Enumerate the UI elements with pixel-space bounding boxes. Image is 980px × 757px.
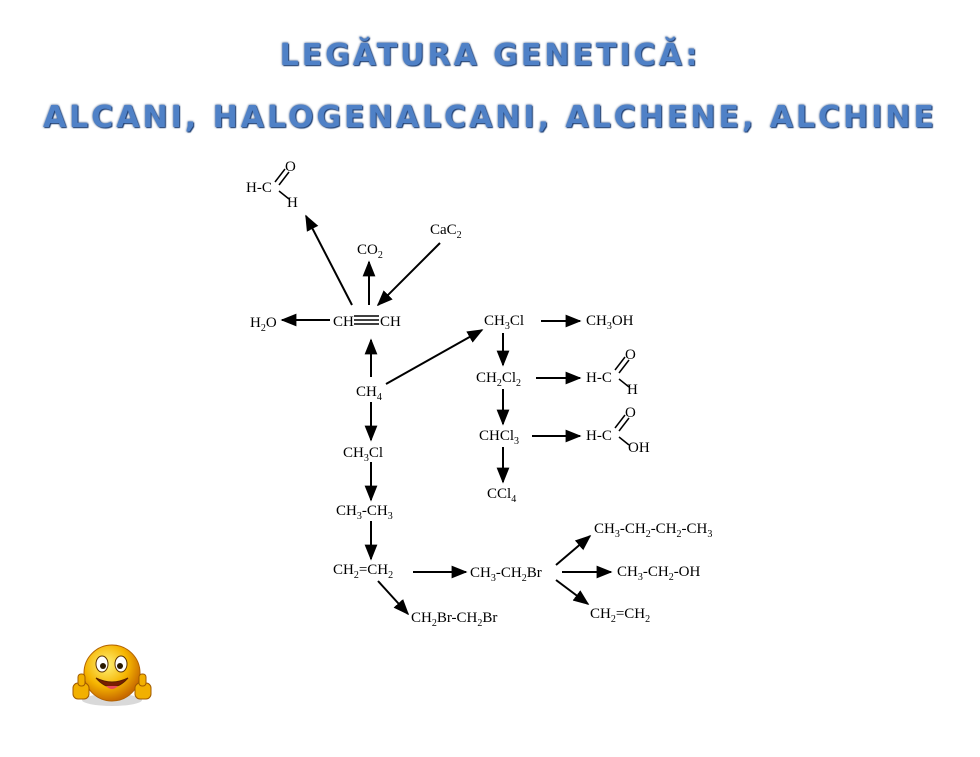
smiley-thumbs-up-icon: [72, 644, 152, 706]
acetylene-left: CH: [333, 314, 354, 330]
formic-acid-hc: H-C: [586, 428, 612, 444]
chcl3-label: CHCl3: [479, 428, 519, 447]
ch3cl-left-label: CH3Cl: [343, 445, 383, 464]
formaldehyde-top-hc: H-C: [246, 180, 272, 196]
ethene-label: CH2=CH2: [333, 562, 393, 581]
bond-lines: [274, 168, 630, 446]
formaldehyde-mid-h: H: [627, 382, 638, 398]
title-line-1: LEGĂTURA GENETICĂ:: [279, 38, 701, 73]
title-line-2: ALCANI, HALOGENALCANI, ALCHENE, ALCHINE: [42, 100, 938, 135]
ch2cl2-label: CH2Cl2: [476, 370, 521, 389]
ethene-product-label: CH2=CH2: [590, 606, 650, 625]
formaldehyde-top-h: H: [287, 195, 298, 211]
ch3cl-right-label: CH3Cl: [484, 313, 524, 332]
co2-label: CO2: [357, 242, 383, 261]
arrow-ethene-to-dibromoethane: [377, 580, 410, 616]
arrow-acetylene-to-formaldehyde: [305, 214, 353, 306]
h2o-label: H2O: [250, 315, 277, 334]
arrow-bromoethane-to-ethene: [555, 579, 590, 605]
methanol-label: CH3OH: [586, 313, 634, 332]
methane-label: CH4: [356, 384, 382, 403]
bromoethane-label: CH3-CH2Br: [470, 565, 542, 584]
dibromoethane-label: CH2Br-CH2Br: [411, 610, 497, 629]
formaldehyde-mid-hc: H-C: [586, 370, 612, 386]
formic-acid-oh: OH: [628, 440, 650, 456]
ethanol-label: CH3-CH2-OH: [617, 564, 701, 583]
formaldehyde-mid-o: O: [625, 347, 636, 363]
cac2-label: CaC2: [430, 222, 462, 241]
acetylene-right: CH: [380, 314, 401, 330]
arrow-bromoethane-to-butane: [555, 534, 592, 566]
formaldehyde-top-o: O: [285, 159, 296, 175]
reaction-arrows: [280, 214, 613, 616]
butane-label: CH3-CH2-CH2-CH3: [594, 521, 712, 540]
ccl4-label: CCl4: [487, 486, 516, 505]
arrow-cac2-to-acetylene: [376, 242, 441, 307]
arrow-methane-to-ch3cl: [385, 329, 484, 385]
ethane-label: CH3-CH3: [336, 503, 393, 522]
formic-acid-o: O: [625, 405, 636, 421]
